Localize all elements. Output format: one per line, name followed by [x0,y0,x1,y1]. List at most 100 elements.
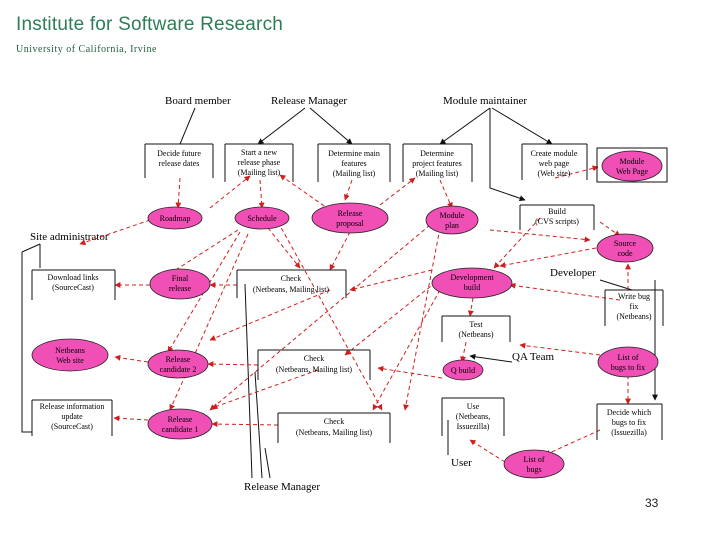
artifact-source-code-l2: code [617,249,633,258]
artifact-final-release-l1: Final [172,274,189,283]
task-main-features-l2: features [341,159,366,168]
task-start-release-l1: Start a new [241,148,277,157]
artifact-release-proposal-l1: Release [338,209,363,218]
artifact-release-candidate-1-l1: Release [168,415,193,424]
artifact-development-build-l1: Development [450,273,494,282]
artifact-list-bugs-to-fix-l2: bugs to fix [611,363,645,372]
task-boxes [31,143,668,443]
artifact-development-build [431,267,513,299]
page-subtitle: University of California, Irvine [16,44,157,55]
task-box-check-2 [257,349,371,380]
artifacts [31,150,663,479]
artifact-netbeans-web-site-l1: Netbeans [55,346,85,355]
task-release-info-l2: update [61,412,83,421]
task-project-features-l2: project features [412,159,462,168]
task-project-features-l3: (Mailing list) [416,169,459,178]
artifact-source-code [596,233,654,263]
task-box-project-features [402,143,473,182]
artifact-development-build-l2: build [464,283,480,292]
task-write-bug-fix-l2: fix [630,302,639,311]
artifact-final-release [149,268,211,300]
actor-qa-team: QA Team [512,351,555,363]
artifact-schedule-l1: Schedule [247,214,277,223]
artifact-final-release-l2: release [169,284,192,293]
actor-board-member: Board member [165,95,231,107]
task-build-l1: Build [548,207,566,216]
task-box-write-bug-fix [604,289,664,326]
artifact-release-candidate-1 [147,408,213,440]
artifact-roadmap [147,206,203,230]
task-box-build [519,204,595,230]
task-use-l3: Issuezilla) [457,422,490,431]
artifact-source-code-l1: Source [614,239,637,248]
page-number: 33 [645,496,659,510]
artifact-module-web-page [601,150,663,182]
task-create-web-page-l1: Create module [531,149,578,158]
task-write-bug-fix-l3: (Netbeans) [616,312,651,321]
task-test-l2: (Netbeans) [458,330,493,339]
artifact-release-candidate-2 [147,349,209,379]
actor-release-manager-top: Release Manager [271,95,347,107]
artifact-q-build-l1: Q build [451,366,475,375]
task-check-1-l1: Check [281,274,301,283]
task-check-1-l2: (Netbeans, Mailing list) [253,285,330,294]
task-create-web-page-l3: (Web site) [538,169,571,178]
artifact-module-plan [425,205,479,235]
task-download-links-l1: Download links [48,273,99,282]
task-release-info-l3: (SourceCast) [51,422,93,431]
task-box-decide-future [144,143,214,178]
artifact-list-of-bugs-l1: List of [523,455,544,464]
task-box-check-3 [277,412,391,443]
task-use-l2: (Netbeans, [456,412,490,421]
task-use-l1: Use [467,402,480,411]
actor-links [21,107,658,479]
task-check-3-l2: (Netbeans, Mailing list) [296,428,373,437]
task-check-2-l1: Check [304,354,324,363]
artifact-release-candidate-2-l2: candidate 2 [160,365,197,374]
task-write-bug-fix-l1: Write bug [618,292,650,301]
artifact-release-candidate-1-l2: candidate 1 [162,425,199,434]
actor-developer: Developer [550,267,596,279]
task-test-l1: Test [469,320,483,329]
task-box-check-1 [236,269,347,298]
task-box-download-links [31,269,116,300]
task-create-web-page-l2: web page [539,159,570,168]
actor-module-maintainer: Module maintainer [443,95,527,107]
artifact-list-bugs-to-fix-l1: List of [617,353,638,362]
task-box-use [441,397,505,436]
artifact-schedule [234,206,290,230]
artifact-list-bugs-to-fix [597,346,659,378]
artifact-netbeans-web-site [31,338,109,372]
artifact-release-proposal-l2: proposal [336,219,364,228]
task-box-release-info [31,399,113,436]
task-start-release-l2: release phase [238,158,281,167]
task-decide-bugs-l3: (Issuezilla) [611,428,647,437]
task-check-3-l1: Check [324,417,344,426]
task-box-start-release [224,143,294,182]
artifact-q-build [442,359,484,381]
artifact-release-proposal [311,202,389,234]
task-main-features-l1: Determine main [328,149,380,158]
task-decide-future-l2: release dates [159,159,200,168]
artifact-roadmap-l1: Roadmap [160,214,191,223]
artifact-list-of-bugs-l2: bugs [526,465,541,474]
page-title: Institute for Software Research [16,14,284,35]
task-build-l2: (CVS scripts) [535,217,579,226]
task-decide-future-l1: Decide future [157,149,201,158]
task-download-links-l2: (SourceCast) [52,283,94,292]
task-box-create-web-page [521,143,588,180]
task-box-main-features [317,143,391,182]
task-main-features-l3: (Mailing list) [333,169,376,178]
artifact-list-of-bugs [503,449,565,479]
actor-release-manager-bottom: Release Manager [244,481,320,493]
artifact-module-web-page-l2: Web Page [616,167,648,176]
task-decide-bugs-l2: bugs to fix [612,418,646,427]
artifact-netbeans-web-site-l2: Web site [56,356,84,365]
actor-user: User [451,457,472,469]
task-box-decide-which-bugs [596,403,663,440]
artifact-module-web-page-l1: Module [620,157,645,166]
task-start-release-l3: (Mailing list) [238,168,281,177]
task-decide-bugs-l1: Decide which [607,408,651,417]
task-check-2-l2: (Netbeans, Mailing list) [276,365,353,374]
